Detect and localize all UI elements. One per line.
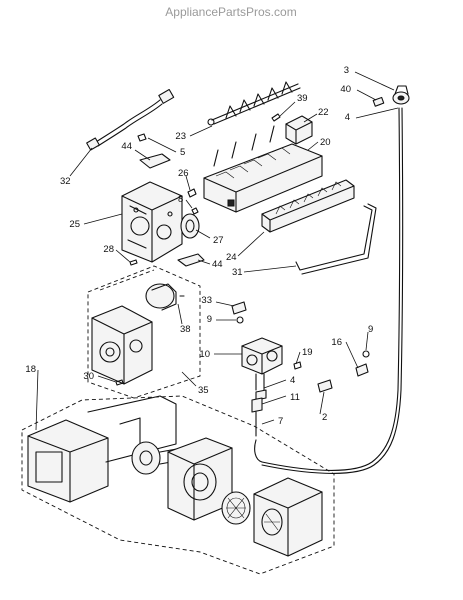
stripper [261,179,355,233]
lower-assembly-outline [21,395,335,575]
wire-harness [86,88,175,151]
callout-33: 33 [201,295,212,306]
callout-10: 10 [199,349,210,360]
callout-44-bottom: 44 [212,259,223,270]
callout-30: 30 [83,371,94,382]
clip-5 [137,133,147,142]
screw-9a [236,316,244,324]
part-8 [191,207,199,215]
bracket-44-bottom [177,253,205,267]
fitting-4 [251,397,263,413]
fan-blade [221,491,251,525]
callout-4-lower: 4 [290,375,295,386]
callout-27: 27 [213,235,224,246]
fan-shroud [167,437,233,521]
module-board [91,305,153,385]
fill-tube-wire [254,107,404,474]
callout-9-left: 9 [207,314,212,325]
screw-30 [115,379,124,386]
water-valve [241,337,283,391]
screw-9b [362,350,370,358]
mounting-plate [180,213,200,239]
part-26 [187,188,197,198]
tube-fitting [372,85,410,107]
callout-2: 2 [322,412,327,423]
callout-11: 11 [290,392,300,403]
callout-32: 32 [60,176,71,187]
ejector-blade [207,81,301,126]
fill-cup [285,115,313,145]
callout-7: 7 [278,416,283,427]
callout-18: 18 [25,364,36,375]
motor [145,283,185,311]
callout-28: 28 [103,244,114,255]
callout-4: 4 [345,112,350,123]
callout-22: 22 [318,107,329,118]
clip-33 [231,301,247,315]
lower-housing [27,395,177,503]
callout-9-right: 9 [368,324,373,335]
callout-31: 31 [232,267,243,278]
watermark: AppliancePartsPros.com [165,5,296,19]
callout-38: 38 [180,324,191,335]
callout-5: 5 [180,147,185,158]
clip-2 [317,379,333,393]
callout-35: 35 [198,385,209,396]
callout-20: 20 [320,137,331,148]
callout-26: 26 [178,168,189,179]
callout-16: 16 [331,337,342,348]
callout-19: 19 [302,347,313,358]
callout-44-top: 44 [121,141,132,152]
module-housing [121,181,183,263]
ice-mold [203,125,323,213]
callout-3: 3 [344,65,349,76]
callout-23: 23 [175,131,186,142]
callout-40: 40 [340,84,351,95]
leader-lines [35,71,399,431]
callout-8: 8 [178,194,183,205]
callout-numbers: 3 40 4 39 22 23 20 5 44 32 26 8 25 27 28… [25,65,373,427]
motor-assembly-outline [87,265,201,399]
callout-39: 39 [297,93,308,104]
bracket-16 [355,363,369,377]
fitting-11 [255,389,267,401]
shut-off-arm [295,203,377,275]
screw-28 [129,259,138,266]
bracket-44-top [139,153,171,169]
screw-19 [293,361,302,370]
callout-24: 24 [226,252,237,263]
callout-25: 25 [69,219,80,230]
screw-39 [271,113,281,122]
fan-housing [253,477,323,557]
